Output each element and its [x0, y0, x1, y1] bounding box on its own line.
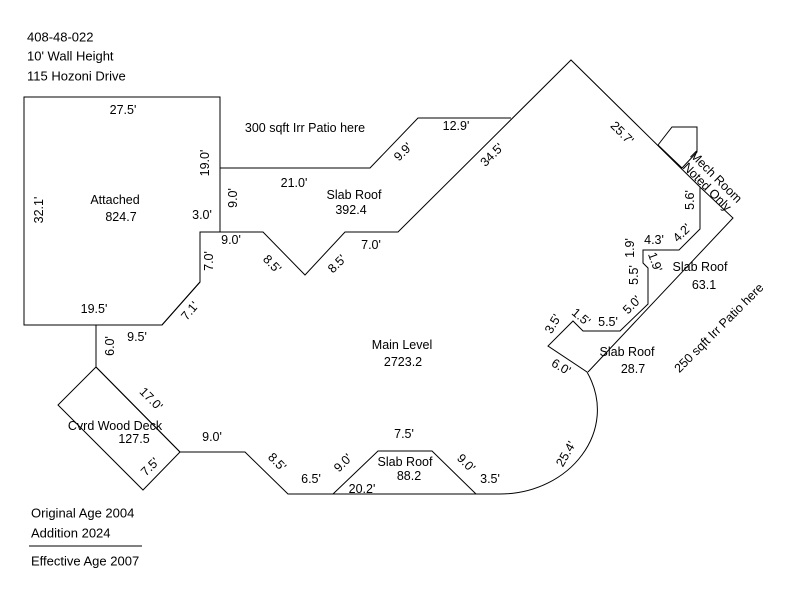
dimension-label: 8.5'	[260, 252, 284, 276]
dimension-label: 8.5'	[325, 252, 349, 276]
area-name: Slab Roof	[327, 188, 382, 202]
dimension-label: 27.5'	[110, 103, 137, 117]
dimension-label: 4.3'	[644, 233, 664, 247]
dimension-label: 5.5'	[598, 315, 618, 329]
east-wall-outline	[587, 186, 734, 373]
dimension-label: 1.9'	[645, 250, 665, 273]
dimension-label: 7.0'	[361, 238, 381, 252]
dimension-label: 7.5'	[394, 427, 414, 441]
area-value: 127.5	[118, 432, 149, 446]
dimension-label: 5.5'	[627, 265, 641, 285]
area-name: Slab Roof	[600, 345, 655, 359]
dimension-label: 21.0'	[281, 176, 308, 190]
area-value: 2723.2	[384, 355, 422, 369]
area-name: Slab Roof	[378, 455, 433, 469]
dimension-label: 5.6'	[683, 190, 697, 210]
dimension-label: 9.9'	[391, 140, 415, 164]
dimension-label: 3.0'	[192, 208, 212, 222]
north-patio-note: 300 sqft Irr Patio here	[245, 121, 365, 135]
dimension-label: 6.0'	[549, 356, 573, 378]
dimension-label: 17.0'	[137, 385, 166, 414]
dimension-label: 6.5'	[301, 472, 321, 486]
area-name: Slab Roof	[673, 260, 728, 274]
mech-room-outline	[657, 126, 698, 169]
addition-year: Addition 2024	[31, 526, 111, 541]
dimension-label: 25.7'	[608, 119, 637, 148]
dimension-label: 5.0'	[620, 293, 644, 317]
slab-roof-north-outline	[220, 117, 511, 169]
dimension-label: 19.0'	[198, 150, 212, 177]
main-level-outline	[95, 59, 701, 495]
dimension-label: 9.0'	[221, 233, 241, 247]
property-address: 115 Hozoni Drive	[27, 69, 126, 84]
area-name: Cvrd Wood Deck	[68, 419, 163, 433]
dimension-label: 7.0'	[202, 251, 216, 271]
area-value: 28.7	[621, 362, 645, 376]
dimension-label: 1.5'	[569, 305, 593, 328]
dimension-label: 8.5'	[265, 450, 289, 474]
dimension-label: 3.5'	[480, 472, 500, 486]
covered-deck-outline	[57, 366, 181, 491]
dimension-label: 19.5'	[81, 302, 108, 316]
dimension-label: 34.5'	[478, 141, 507, 170]
dimension-label: 20.2'	[349, 482, 376, 496]
dimension-label: 1.9'	[623, 238, 637, 258]
dimension-label: 12.9'	[443, 119, 470, 133]
area-value: 88.2	[397, 469, 421, 483]
area-value: 392.4	[335, 203, 366, 217]
dimension-label: 4.2'	[670, 221, 694, 245]
effective-age: Effective Age 2007	[31, 554, 139, 569]
dimension-label: 9.0'	[454, 451, 478, 475]
dimension-label: 6.0'	[103, 336, 117, 356]
area-value: 63.1	[692, 278, 716, 292]
dimension-label: 9.0'	[331, 451, 355, 475]
east-patio-note: 250 sqft Irr Patio here	[672, 281, 767, 376]
dimension-label: 3.5'	[542, 312, 564, 336]
parcel-id: 408-48-022	[27, 30, 94, 45]
dimension-label: 25.4'	[553, 439, 578, 469]
slab-roof-south-outline	[332, 450, 477, 495]
area-name: Main Level	[372, 338, 432, 352]
area-name: Attached	[90, 193, 139, 207]
area-value: 824.7	[105, 210, 136, 224]
original-age: Original Age 2004	[31, 506, 134, 521]
dimension-label: 9.0'	[226, 188, 240, 208]
dimension-label: 32.1'	[32, 197, 46, 224]
dimension-label: 9.0'	[202, 430, 222, 444]
dimension-label: 7.5'	[138, 455, 162, 479]
dimension-label: 9.5'	[127, 330, 147, 344]
wall-height: 10' Wall Height	[27, 49, 114, 64]
